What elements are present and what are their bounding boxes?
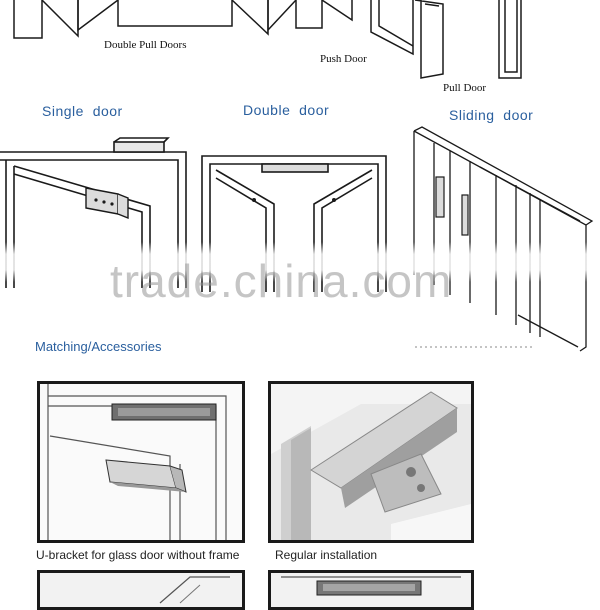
bottom-left-photo bbox=[37, 570, 245, 610]
ubracket-photo bbox=[37, 381, 245, 543]
bottom-right-photo bbox=[268, 570, 474, 610]
regular-installation-illustration bbox=[271, 384, 471, 540]
push-door-drawing bbox=[370, 0, 444, 79]
pull-door-drawing bbox=[498, 0, 522, 79]
bottom-left-illustration bbox=[159, 576, 230, 604]
watermark-band bbox=[0, 242, 600, 282]
double-pull-doors-drawing bbox=[13, 0, 353, 39]
sliding-door-drawing bbox=[413, 126, 594, 352]
ubracket-caption: U-bracket for glass door without frame bbox=[36, 548, 240, 562]
dotted-separator bbox=[415, 346, 535, 348]
accessories-heading: Matching/Accessories bbox=[35, 339, 162, 354]
regular-installation-photo bbox=[268, 381, 474, 543]
double-door-heading: Double door bbox=[243, 102, 330, 118]
watermark-text: trade.china.com bbox=[110, 255, 453, 307]
sliding-door-heading: Sliding door bbox=[449, 107, 534, 123]
single-door-heading: Single door bbox=[42, 103, 123, 119]
pull-door-label: Pull Door bbox=[443, 82, 487, 94]
bottom-right-illustration bbox=[281, 576, 461, 596]
push-door-label: Push Door bbox=[320, 53, 367, 65]
ubracket-illustration bbox=[40, 384, 242, 540]
regular-installation-caption: Regular installation bbox=[275, 548, 378, 562]
double-pull-doors-label: Double Pull Doors bbox=[104, 39, 187, 51]
